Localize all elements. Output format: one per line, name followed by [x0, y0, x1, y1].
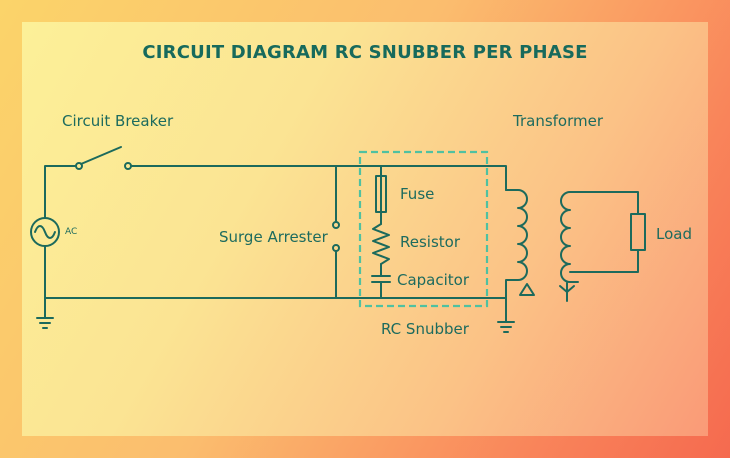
- resistor-icon: [372, 223, 390, 265]
- delta-symbol-icon: [519, 283, 535, 296]
- transformer-secondary-icon: [560, 191, 639, 283]
- rc-snubber-box: [358, 150, 489, 308]
- diagram-panel: [22, 22, 708, 436]
- breaker-contact-left: [75, 162, 83, 170]
- capacitor-label: Capacitor: [397, 271, 470, 289]
- resistor-label: Resistor: [400, 233, 460, 251]
- wire-top-left: [44, 165, 77, 219]
- breaker-blade: [80, 146, 122, 165]
- ac-label: AC: [65, 227, 78, 237]
- wire-top-main: [130, 165, 507, 191]
- rc-snubber-label: RC Snubber: [381, 320, 469, 338]
- surge-arrester-contact-top: [332, 221, 340, 229]
- ac-sine-icon: [34, 225, 56, 239]
- circuit-breaker-label: Circuit Breaker: [62, 112, 174, 130]
- load-icon: [630, 213, 646, 251]
- load-label: Load: [656, 225, 692, 243]
- surge-arrester-contact-bottom: [332, 244, 340, 252]
- transformer-label: Transformer: [513, 112, 604, 130]
- fuse-label: Fuse: [400, 185, 435, 203]
- wye-symbol-icon: [559, 282, 575, 302]
- ground-left-icon: [36, 297, 54, 329]
- diagram-title: CIRCUIT DIAGRAM RC SNUBBER PER PHASE: [142, 42, 588, 63]
- ground-transformer-icon: [497, 297, 515, 333]
- transformer-primary-icon: [505, 189, 528, 299]
- surge-arrester-label: Surge Arrester: [219, 228, 328, 246]
